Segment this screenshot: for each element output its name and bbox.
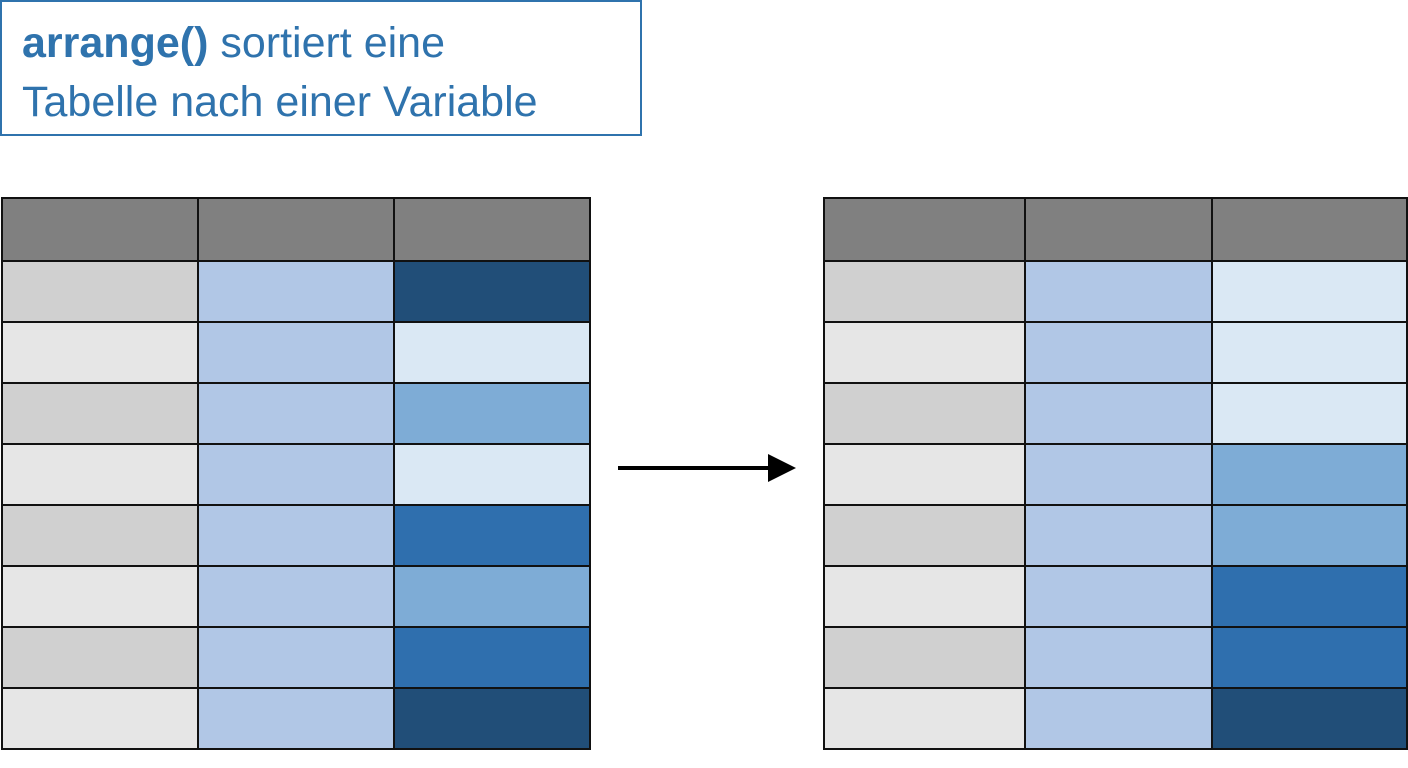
table-cell: [1210, 382, 1408, 445]
function-name: arrange(): [22, 19, 209, 67]
table-body: [823, 260, 1408, 750]
table-cell: [1, 626, 199, 689]
table-cell: [823, 260, 1026, 323]
title-line-1-text: sortiert eine: [208, 19, 445, 67]
table-cell: [197, 382, 395, 445]
table-row: [1, 260, 591, 323]
title-line-1: arrange() sortiert eine: [22, 18, 445, 68]
table-header-row: [823, 197, 1408, 262]
table-cell: [1023, 443, 1213, 506]
table-body: [1, 260, 591, 750]
table-cell: [197, 321, 395, 384]
table-cell: [823, 626, 1026, 689]
table-row: [823, 504, 1408, 567]
table-cell: [1, 382, 199, 445]
table-cell: [1023, 504, 1213, 567]
table-cell: [393, 321, 591, 384]
table-cell: [393, 565, 591, 628]
table-row: [1, 504, 591, 567]
table-cell: [1023, 321, 1213, 384]
table-row: [823, 382, 1408, 445]
header-cell: [393, 197, 591, 262]
table-cell: [823, 382, 1026, 445]
table-row: [823, 321, 1408, 384]
table-cell: [1210, 565, 1408, 628]
table-row: [823, 260, 1408, 323]
table-cell: [197, 626, 395, 689]
table-cell: [1210, 443, 1408, 506]
table-cell: [1210, 687, 1408, 750]
table-row: [823, 687, 1408, 750]
table-row: [1, 443, 591, 506]
table-cell: [1210, 321, 1408, 384]
table-row: [1, 687, 591, 750]
table-row: [1, 626, 591, 689]
title-line-2: Tabelle nach einer Variable: [22, 78, 538, 126]
table-row: [823, 565, 1408, 628]
table-cell: [393, 443, 591, 506]
header-cell: [1, 197, 199, 262]
table-cell: [1023, 565, 1213, 628]
table-cell: [1, 443, 199, 506]
table-row: [1, 382, 591, 445]
table-cell: [1210, 260, 1408, 323]
table-row: [823, 443, 1408, 506]
table-cell: [197, 687, 395, 750]
table-row: [1, 565, 591, 628]
table-cell: [1210, 626, 1408, 689]
table-cell: [393, 504, 591, 567]
right-arrow-icon: [618, 454, 796, 482]
table-cell: [197, 504, 395, 567]
table-before: [1, 197, 591, 750]
table-header-row: [1, 197, 591, 262]
table-cell: [823, 321, 1026, 384]
header-cell: [1023, 197, 1213, 262]
table-cell: [393, 382, 591, 445]
table-cell: [823, 504, 1026, 567]
header-cell: [1210, 197, 1408, 262]
table-cell: [393, 687, 591, 750]
table-cell: [1, 504, 199, 567]
table-cell: [1023, 260, 1213, 323]
table-row: [823, 626, 1408, 689]
table-cell: [197, 565, 395, 628]
table-cell: [823, 443, 1026, 506]
header-cell: [823, 197, 1026, 262]
table-cell: [393, 260, 591, 323]
table-cell: [1, 321, 199, 384]
table-cell: [197, 443, 395, 506]
table-cell: [1023, 626, 1213, 689]
table-cell: [1, 260, 199, 323]
table-cell: [1023, 687, 1213, 750]
table-cell: [393, 626, 591, 689]
header-cell: [197, 197, 395, 262]
table-cell: [1, 565, 199, 628]
table-cell: [1210, 504, 1408, 567]
table-cell: [1023, 382, 1213, 445]
table-cell: [197, 260, 395, 323]
table-cell: [1, 687, 199, 750]
table-cell: [823, 565, 1026, 628]
table-cell: [823, 687, 1026, 750]
table-after: [823, 197, 1408, 750]
title-box: arrange() sortiert eine Tabelle nach ein…: [0, 0, 642, 136]
table-row: [1, 321, 591, 384]
